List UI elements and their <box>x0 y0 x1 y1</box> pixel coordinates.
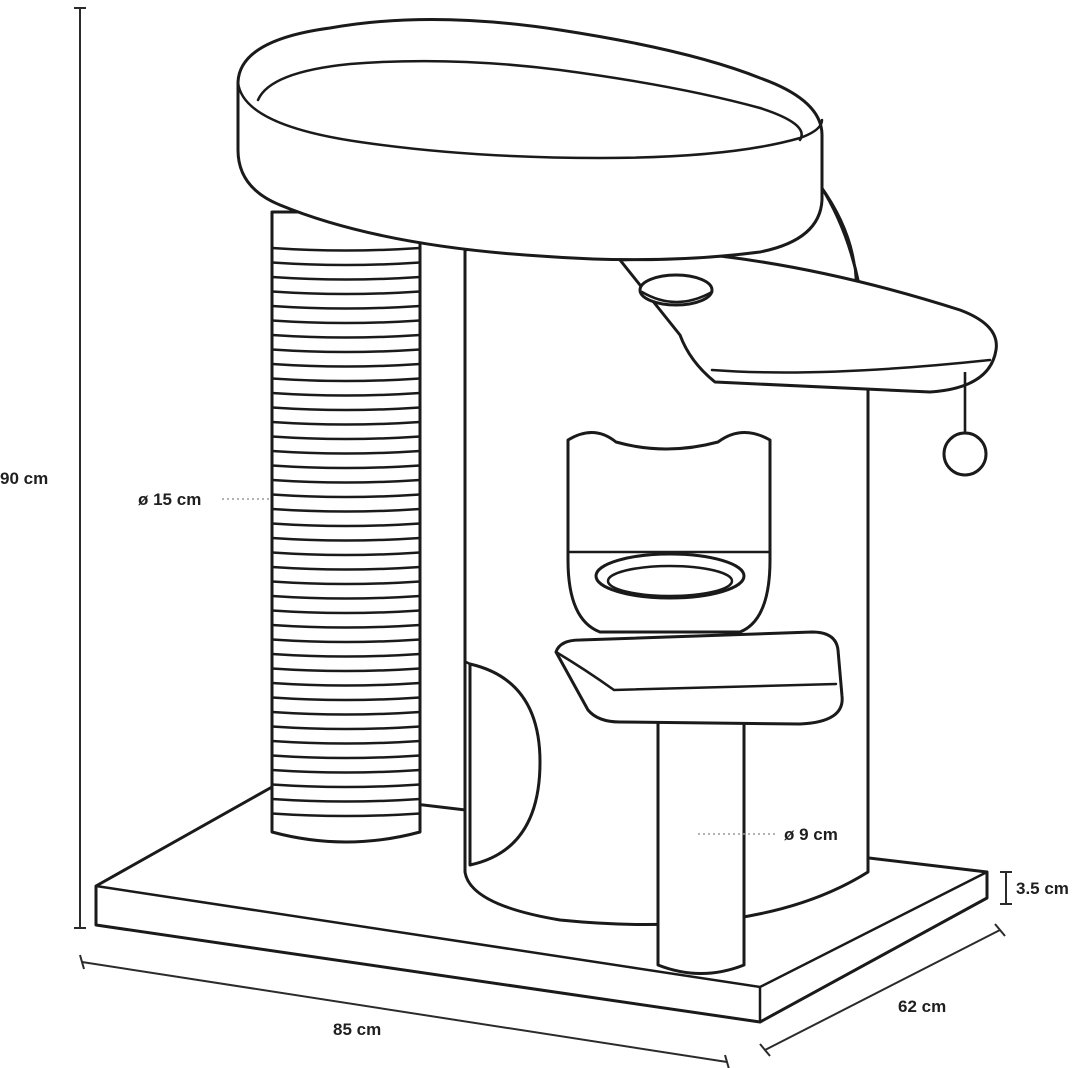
small-step-post <box>656 713 746 975</box>
sisal-wrap-line <box>270 536 422 542</box>
upper-side-shelf <box>618 254 998 394</box>
side-entrance <box>468 662 542 867</box>
depth-label: 62 cm <box>898 997 946 1016</box>
base-thickness-dimension-line <box>1000 871 1012 905</box>
small-post-diameter-label: ø 9 cm <box>784 825 838 844</box>
sisal-wrap-line <box>270 522 422 528</box>
small-step-platform <box>554 630 844 726</box>
hanging-toy <box>942 372 988 477</box>
sisal-wrap-line <box>270 754 422 760</box>
height-dimension-line <box>74 7 86 929</box>
toy-ball <box>942 431 988 477</box>
cat-head-window <box>566 431 772 634</box>
sisal-wrap-line <box>270 478 422 484</box>
sisal-wrap-line <box>270 246 422 252</box>
sisal-wrap-line <box>270 609 422 615</box>
sisal-wrap-line <box>270 435 422 441</box>
sisal-wrap-line <box>270 362 422 368</box>
window-hole <box>594 552 746 600</box>
sisal-wrap-line <box>270 348 422 354</box>
height-label: 90 cm <box>0 469 48 488</box>
sisal-wrap-line <box>270 333 422 339</box>
sisal-wrap-line <box>270 710 422 716</box>
sisal-wrap-line <box>270 377 422 383</box>
sisal-wrap-line <box>270 812 422 818</box>
sisal-wrap-line <box>270 681 422 687</box>
sisal-wraps <box>270 246 422 818</box>
sisal-wrap-line <box>270 594 422 600</box>
sisal-wrap-line <box>270 623 422 629</box>
sisal-wrap-line <box>270 449 422 455</box>
sisal-wrap-line <box>270 261 422 267</box>
sisal-wrap-line <box>270 406 422 412</box>
sisal-wrap-line <box>270 507 422 513</box>
depth-dimension-line <box>759 923 1006 1057</box>
sisal-wrap-line <box>270 304 422 310</box>
sisal-wrap-line <box>270 580 422 586</box>
width-label: 85 cm <box>333 1020 381 1039</box>
sisal-wrap-line <box>270 391 422 397</box>
sisal-wrap-line <box>270 638 422 644</box>
sisal-wrap-line <box>270 290 422 296</box>
sisal-wrap-line <box>270 464 422 470</box>
sisal-scratching-post <box>270 210 422 844</box>
sisal-wrap-line <box>270 551 422 557</box>
sisal-wrap-line <box>270 493 422 499</box>
sisal-wrap-line <box>270 667 422 673</box>
sisal-diameter-label: ø 15 cm <box>138 490 201 509</box>
base-thickness-label: 3.5 cm <box>1016 879 1069 898</box>
sisal-wrap-line <box>270 319 422 325</box>
sisal-wrap-line <box>270 565 422 571</box>
sisal-wrap-line <box>270 725 422 731</box>
sisal-wrap-line <box>270 783 422 789</box>
sisal-wrap-line <box>270 420 422 426</box>
sisal-wrap-line <box>270 768 422 774</box>
sisal-wrap-line <box>270 652 422 658</box>
sisal-wrap-line <box>270 739 422 745</box>
sisal-wrap-line <box>270 696 422 702</box>
sisal-wrap-line <box>270 797 422 803</box>
shelf-hole <box>638 273 714 307</box>
top-bed <box>236 18 824 262</box>
sisal-wrap-line <box>270 275 422 281</box>
width-dimension-line <box>79 954 730 1068</box>
